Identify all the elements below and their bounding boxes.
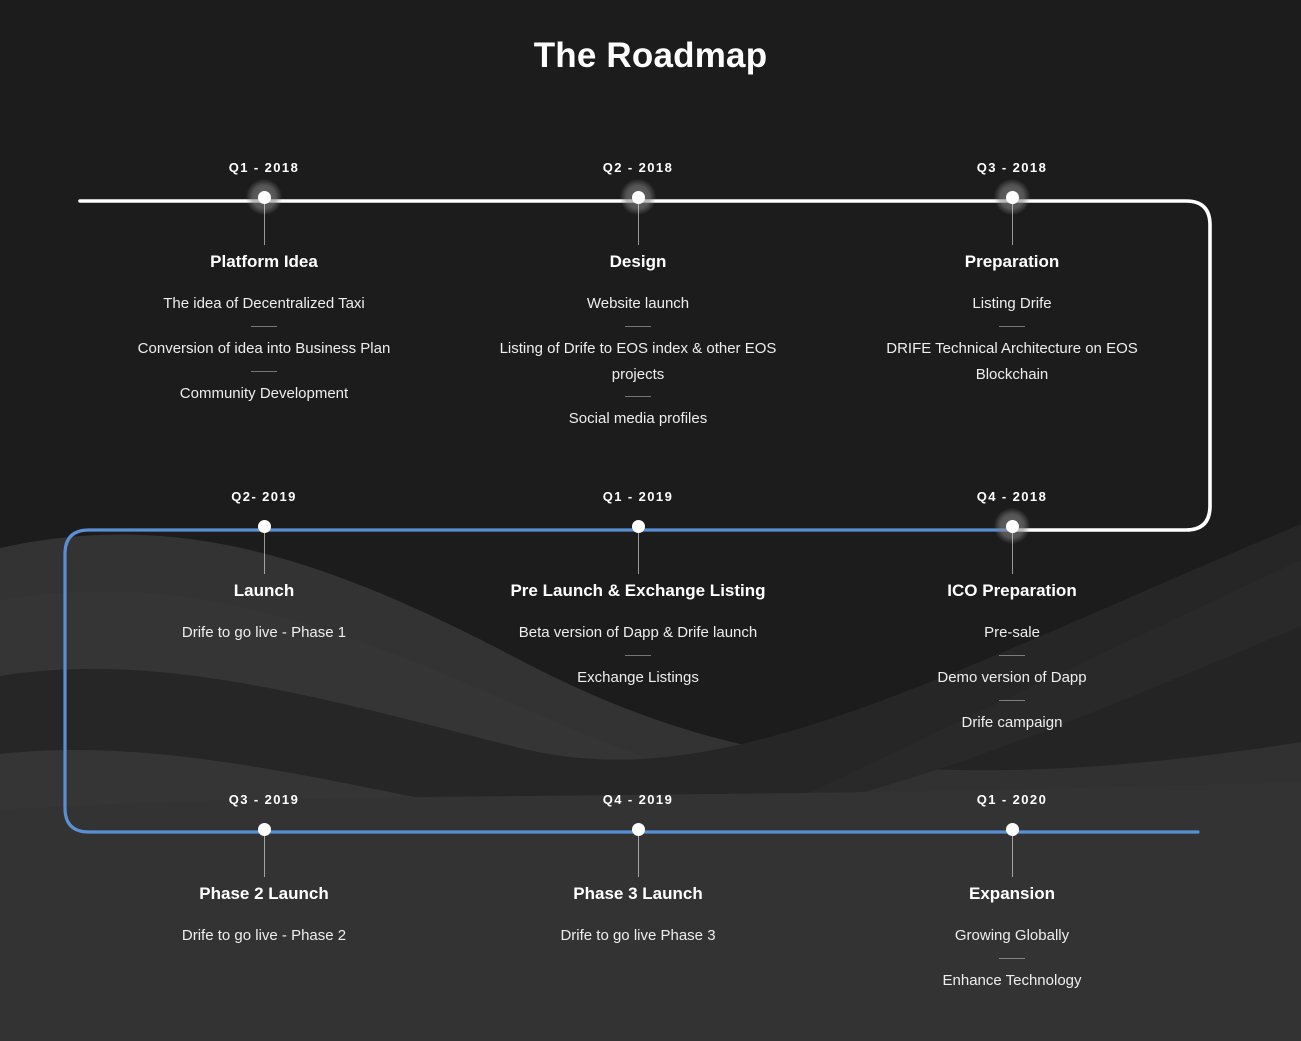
milestone-item: Website launch [586,295,690,313]
milestone-title: Design [609,252,667,271]
quarter-label: Q2- 2019 [231,489,297,504]
quarter-label: Q3 - 2018 [976,160,1048,175]
item-separator [625,396,651,398]
milestone-item: Drife campaign [961,713,1063,731]
milestone-item: The idea of Decentralized Taxi [163,295,365,313]
milestone-item: Social media profiles [568,410,708,428]
milestone-title: Phase 2 Launch [199,884,329,903]
milestone-item: Drife to go live - Phase 1 [181,624,347,642]
milestone-item: Growing Globally [954,927,1070,945]
milestone-q3-2018[interactable]: Q3 - 2018 Preparation Listing Drife DRIF… [862,160,1162,387]
marker-stem [263,526,265,574]
item-separator [625,325,651,327]
marker-stem [263,197,265,245]
marker-stem [637,526,639,574]
milestone-title: Preparation [964,252,1060,271]
milestone-title: Expansion [969,884,1055,903]
milestone-q4-2019[interactable]: Q4 - 2019 Phase 3 Launch Drife to go liv… [488,792,788,949]
marker-stem [263,829,265,877]
milestone-q4-2018[interactable]: Q4 - 2018 ICO Preparation Pre-sale Demo … [862,489,1162,735]
quarter-label: Q1 - 2020 [976,792,1048,807]
milestone-item: Demo version of Dapp [937,668,1087,686]
page-title: The Roadmap [533,36,768,75]
milestone-item: Enhance Technology [942,971,1082,989]
item-separator [999,957,1025,959]
item-separator [251,325,277,327]
milestone-item: Drife to go live Phase 3 [560,927,716,945]
milestone-item: Exchange Listings [577,668,699,686]
item-separator [625,654,651,656]
marker-stem [637,829,639,877]
quarter-label: Q4 - 2019 [602,792,674,807]
milestone-title: Phase 3 Launch [573,884,703,903]
item-separator [251,370,277,372]
milestone-item: Listing of Drife to EOS index & other EO… [499,339,777,383]
milestone-title: Pre Launch & Exchange Listing [510,581,766,600]
item-separator [999,325,1025,327]
milestone-q1-2020[interactable]: Q1 - 2020 Expansion Growing Globally Enh… [862,792,1162,994]
quarter-label: Q1 - 2018 [228,160,300,175]
milestone-q2-2018[interactable]: Q2 - 2018 Design Website launch Listing … [488,160,788,432]
quarter-label: Q4 - 2018 [976,489,1048,504]
milestone-item: Pre-sale [984,624,1040,642]
milestone-item: Community Development [179,384,349,402]
marker-stem [637,197,639,245]
milestone-title: ICO Preparation [947,581,1077,600]
quarter-label: Q1 - 2019 [602,489,674,504]
marker-stem [1011,526,1013,574]
item-separator [999,654,1025,656]
marker-stem [1011,829,1013,877]
milestone-title: Launch [233,581,295,600]
milestone-item: Drife to go live - Phase 2 [181,927,347,945]
quarter-label: Q2 - 2018 [602,160,674,175]
milestone-item: Listing Drife [972,295,1052,313]
milestone-title: Platform Idea [210,252,318,271]
milestone-q1-2019[interactable]: Q1 - 2019 Pre Launch & Exchange Listing … [488,489,788,691]
milestone-item: Beta version of Dapp & Drife launch [518,624,758,642]
milestone-item: DRIFE Technical Architecture on EOS Bloc… [886,339,1138,383]
quarter-label: Q3 - 2019 [228,792,300,807]
marker-stem [1011,197,1013,245]
milestone-item: Conversion of idea into Business Plan [137,339,391,357]
milestone-q2-2019[interactable]: Q2- 2019 Launch Drife to go live - Phase… [114,489,414,646]
milestone-q3-2019[interactable]: Q3 - 2019 Phase 2 Launch Drife to go liv… [114,792,414,949]
milestone-q1-2018[interactable]: Q1 - 2018 Platform Idea The idea of Dece… [114,160,414,406]
item-separator [999,699,1025,701]
